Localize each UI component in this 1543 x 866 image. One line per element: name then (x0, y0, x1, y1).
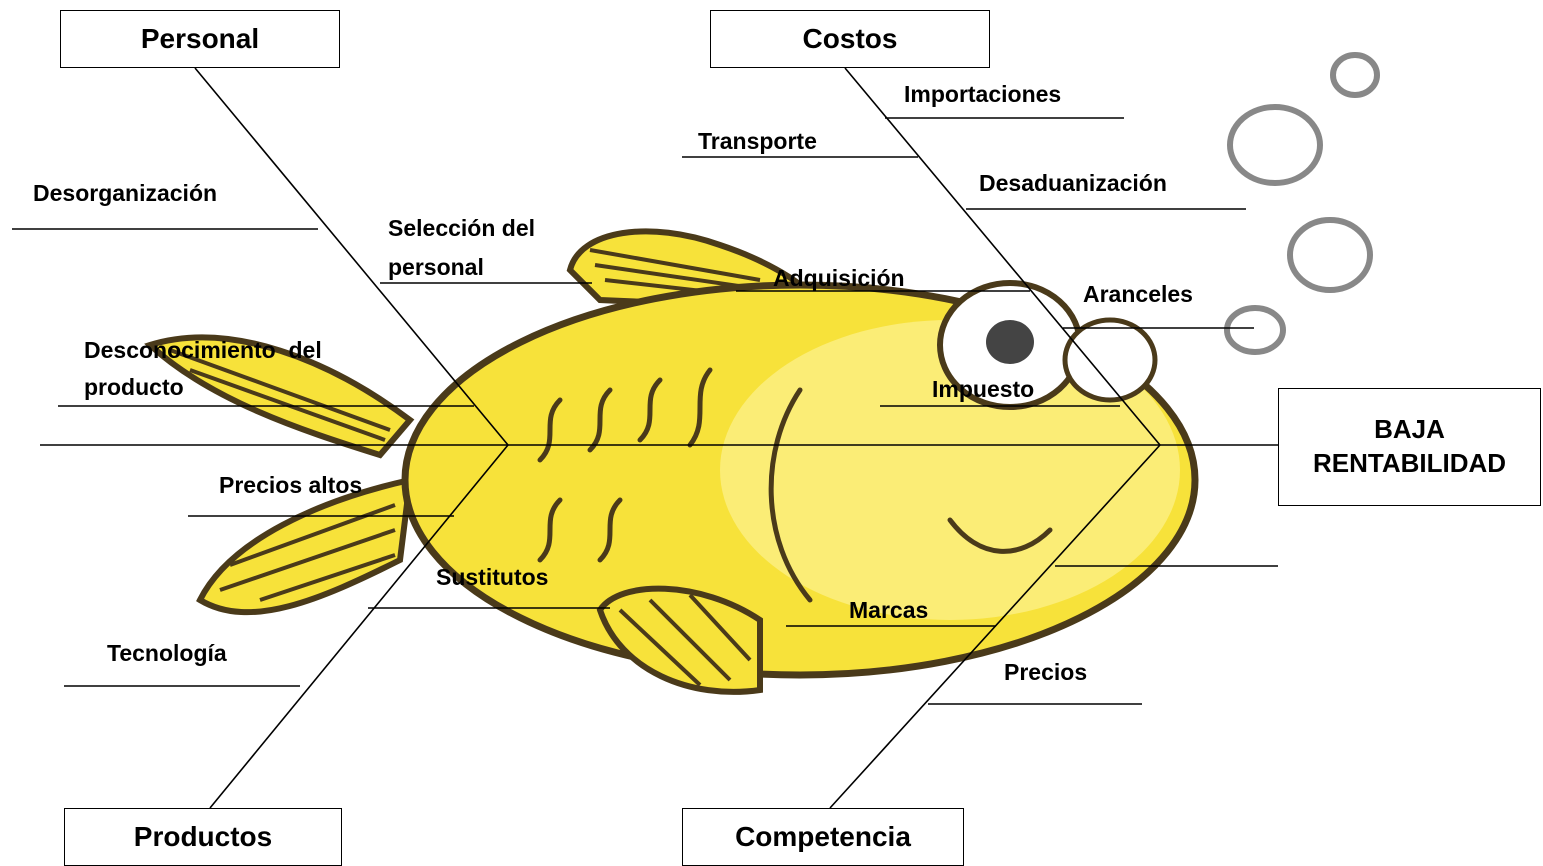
category-personal-label: Personal (141, 21, 259, 57)
bubbles (1227, 55, 1377, 352)
cause-desorganizacion: Desorganización (33, 180, 217, 206)
cause-desconocimiento-line2: producto (84, 374, 184, 400)
cause-marcas: Marcas (849, 597, 928, 623)
cause-transporte: Transporte (698, 128, 817, 154)
category-productos-box: Productos (64, 808, 342, 866)
category-costos-box: Costos (710, 10, 990, 68)
effect-line1: BAJA (1374, 413, 1445, 447)
cause-importaciones: Importaciones (904, 81, 1061, 107)
effect-line2: RENTABILIDAD (1313, 447, 1506, 481)
cause-aranceles: Aranceles (1083, 281, 1193, 307)
cause-desconocimiento-line1: Desconocimiento del (84, 337, 322, 363)
cause-impuesto: Impuesto (932, 376, 1034, 402)
cause-sustitutos: Sustitutos (436, 564, 548, 590)
cause-tecnologia: Tecnología (107, 640, 227, 666)
category-productos-label: Productos (134, 819, 272, 855)
category-personal-box: Personal (60, 10, 340, 68)
category-costos-label: Costos (803, 21, 898, 57)
cause-seleccion-personal-line2: personal (388, 254, 484, 280)
effect-box: BAJA RENTABILIDAD (1278, 388, 1541, 506)
cause-desaduanizacion: Desaduanización (979, 170, 1167, 196)
cause-precios-altos: Precios altos (219, 472, 362, 498)
cause-seleccion-personal-line1: Selección del (388, 215, 535, 241)
cause-precios: Precios (1004, 659, 1087, 685)
cause-adquisicion: Adquisición (773, 265, 905, 291)
category-competencia-label: Competencia (735, 819, 911, 855)
category-competencia-box: Competencia (682, 808, 964, 866)
